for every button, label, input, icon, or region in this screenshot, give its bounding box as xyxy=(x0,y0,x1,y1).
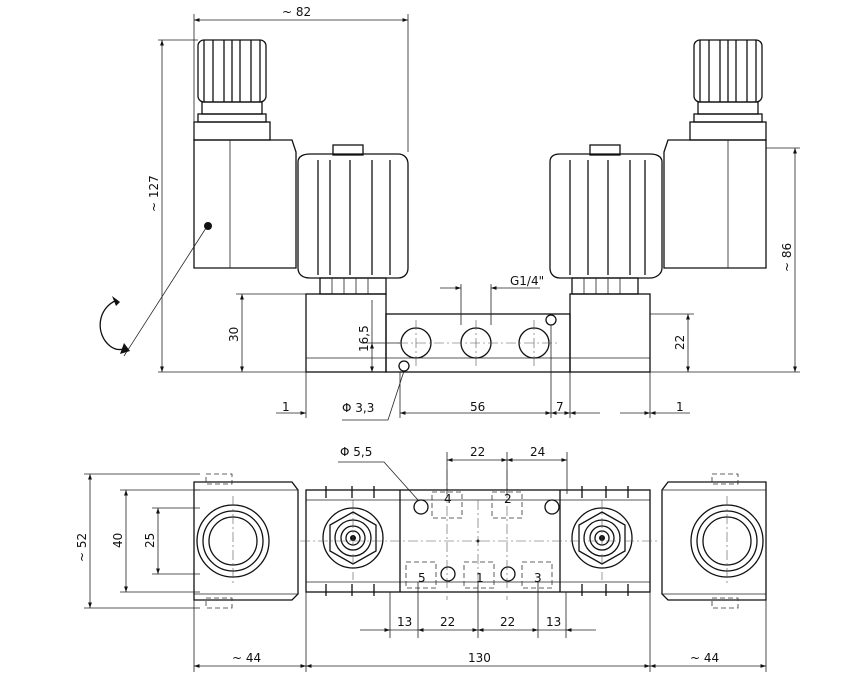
dim-right-gap: 1 xyxy=(676,400,684,414)
dim-hole-dia-plan: Φ 5,5 xyxy=(340,445,372,459)
valve-body-top xyxy=(232,470,728,600)
dim-left-gap: 1 xyxy=(282,400,290,414)
dim-right-offset: 7 xyxy=(556,400,564,414)
dim-port-pitch: 56 xyxy=(470,400,485,414)
dim-pitch-b: 24 xyxy=(530,445,545,459)
dim-b1: 13 xyxy=(397,615,412,629)
dim-b3: 22 xyxy=(500,615,515,629)
right-cable-gland xyxy=(689,39,767,141)
dim-width-total: ~ 52 xyxy=(75,533,89,562)
left-solenoid-coil xyxy=(297,144,409,295)
dim-hole-dia-side: Φ 3,3 xyxy=(342,401,374,415)
plan-dimensions xyxy=(84,452,767,672)
side-dimensions xyxy=(99,14,800,421)
dim-b4: 13 xyxy=(546,615,561,629)
port-label-3: 3 xyxy=(534,571,542,585)
dim-width-inner: 25 xyxy=(143,533,157,548)
port-label-1: 1 xyxy=(476,571,484,585)
left-connector xyxy=(193,139,297,269)
dim-height-total: ~ 127 xyxy=(147,175,161,212)
side-view: ~ 82 ~ 127 ~ 86 30 16,5 22 G1/4" Φ 3,3 5… xyxy=(99,5,800,421)
valve-body xyxy=(305,293,651,373)
dim-b2: 22 xyxy=(440,615,455,629)
dim-right-height: 22 xyxy=(673,335,687,350)
plan-view: 4 2 5 1 3 xyxy=(75,445,767,672)
dim-height-right: ~ 86 xyxy=(780,243,794,272)
port-label-4: 4 xyxy=(444,492,452,506)
dim-pitch-a: 22 xyxy=(470,445,485,459)
port-label-2: 2 xyxy=(504,492,512,506)
dim-top-width: ~ 82 xyxy=(282,5,311,19)
right-connector xyxy=(663,139,767,269)
dim-thread: G1/4" xyxy=(510,274,544,288)
dim-length: 130 xyxy=(468,651,491,665)
right-connector-top xyxy=(661,473,767,609)
right-solenoid-coil xyxy=(549,144,663,295)
dim-port-center: 16,5 xyxy=(357,325,371,352)
left-cable-gland xyxy=(193,39,271,141)
dim-left-ext: ~ 44 xyxy=(232,651,261,665)
dim-right-ext: ~ 44 xyxy=(690,651,719,665)
dim-base-height: 30 xyxy=(227,327,241,342)
dim-width-body: 40 xyxy=(111,533,125,548)
left-connector-top xyxy=(193,473,299,609)
port-label-5: 5 xyxy=(418,571,426,585)
